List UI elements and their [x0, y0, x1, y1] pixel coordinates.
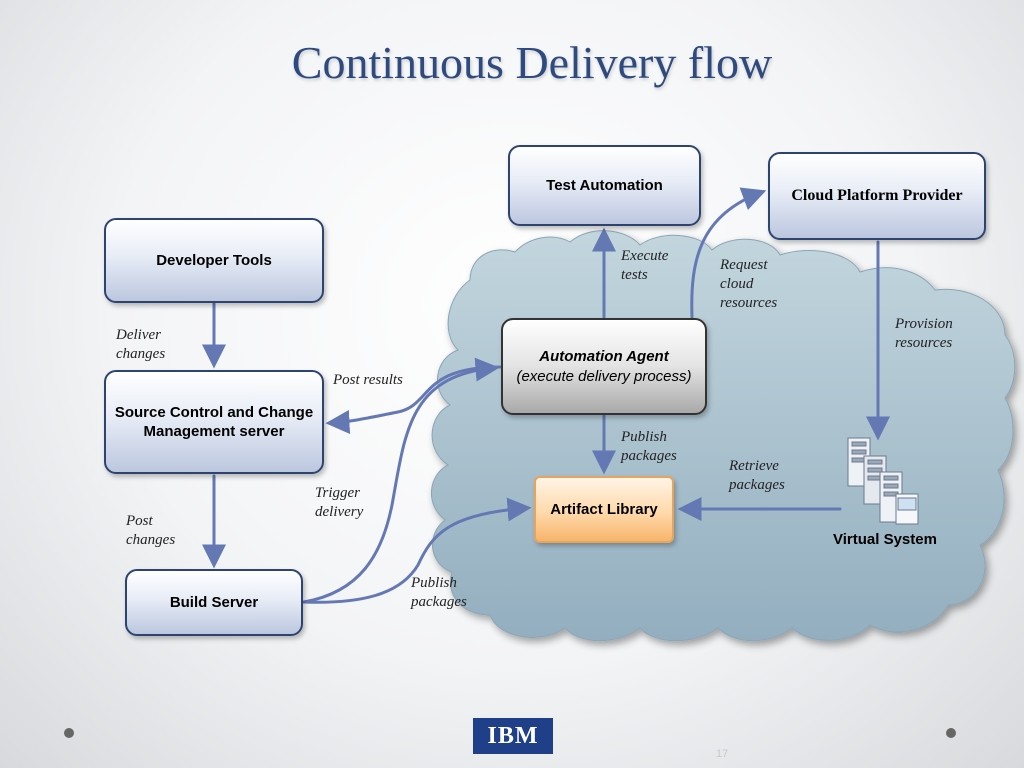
source-control-label-line2: Management server [143, 423, 285, 440]
build-server-box: Build Server [125, 569, 303, 636]
label-request-cloud-line2: cloud [720, 275, 754, 292]
source-control-box: Source Control and Change Management ser… [104, 370, 324, 474]
label-execute-tests: Execute tests [621, 247, 668, 285]
ibm-logo: IBM [473, 718, 553, 754]
label-post-changes-line1: Post [126, 513, 153, 529]
artifact-library-box: Artifact Library [534, 476, 674, 543]
cloud-platform-provider-box: Cloud Platform Provider [768, 152, 986, 240]
label-deliver-line2: changes [116, 345, 166, 362]
label-publish-from-build: Publish packages [411, 574, 467, 612]
server-stack-icon [847, 437, 919, 525]
automation-agent-box: Automation Agent (execute delivery proce… [501, 318, 707, 415]
developer-tools-box: Developer Tools [104, 218, 324, 303]
label-provision-resources: Provision resources [895, 315, 953, 353]
label-publish-agent-line1: Publish [621, 429, 667, 445]
label-retrieve-line1: Retrieve [729, 458, 779, 474]
arrow-request-cloud [690, 187, 767, 319]
arrow-trigger-delivery [302, 357, 500, 604]
automation-agent-title: Automation Agent [539, 348, 669, 365]
label-publish-agent-line2: packages [621, 447, 677, 464]
automation-agent-subtitle: (execute delivery process) [516, 367, 692, 385]
virtual-system-label: Virtual System [833, 531, 937, 548]
label-publish-build-line1: Publish [411, 575, 457, 591]
page-number: 17 [716, 748, 729, 760]
label-execute-tests-line2: tests [621, 266, 648, 283]
label-trigger-line1: Trigger [315, 485, 361, 501]
slide-title: Continuous Delivery flow [291, 37, 773, 88]
test-automation-box: Test Automation [508, 145, 701, 226]
artifact-library-label: Artifact Library [550, 500, 658, 518]
left-dot [64, 728, 74, 738]
label-execute-tests-line1: Execute [621, 248, 669, 264]
ibm-logo-text: IBM [487, 722, 539, 749]
source-control-label-line1: Source Control and Change [114, 403, 314, 421]
label-publish-from-agent: Publish packages [621, 428, 677, 466]
label-trigger-line2: delivery [315, 503, 364, 520]
label-request-cloud: Request cloud resources [720, 256, 777, 312]
cloud-platform-provider-label: Cloud Platform Provider [791, 186, 963, 204]
test-automation-label: Test Automation [546, 176, 663, 194]
developer-tools-label: Developer Tools [156, 251, 272, 269]
label-trigger-delivery: Trigger delivery [315, 484, 363, 522]
build-server-label: Build Server [169, 593, 259, 611]
label-request-cloud-line1: Request [720, 257, 768, 273]
label-provision-line1: Provision [895, 316, 953, 332]
label-post-results: Post results [333, 372, 403, 388]
label-publish-build-line2: packages [411, 593, 467, 610]
label-request-cloud-line3: resources [720, 294, 778, 311]
arrow-publish-from-build [302, 497, 532, 604]
right-dot [946, 728, 956, 738]
label-post-changes-line2: changes [126, 531, 176, 548]
arrows [202, 187, 890, 604]
label-deliver-changes: Deliver changes [116, 326, 165, 364]
arrow-post-results [325, 365, 502, 435]
label-deliver-line1: Deliver [116, 327, 161, 343]
label-post-changes: Post changes [126, 512, 175, 550]
label-retrieve-line2: packages [729, 476, 785, 493]
label-retrieve-packages: Retrieve packages [729, 457, 785, 495]
label-provision-line2: resources [895, 334, 953, 351]
